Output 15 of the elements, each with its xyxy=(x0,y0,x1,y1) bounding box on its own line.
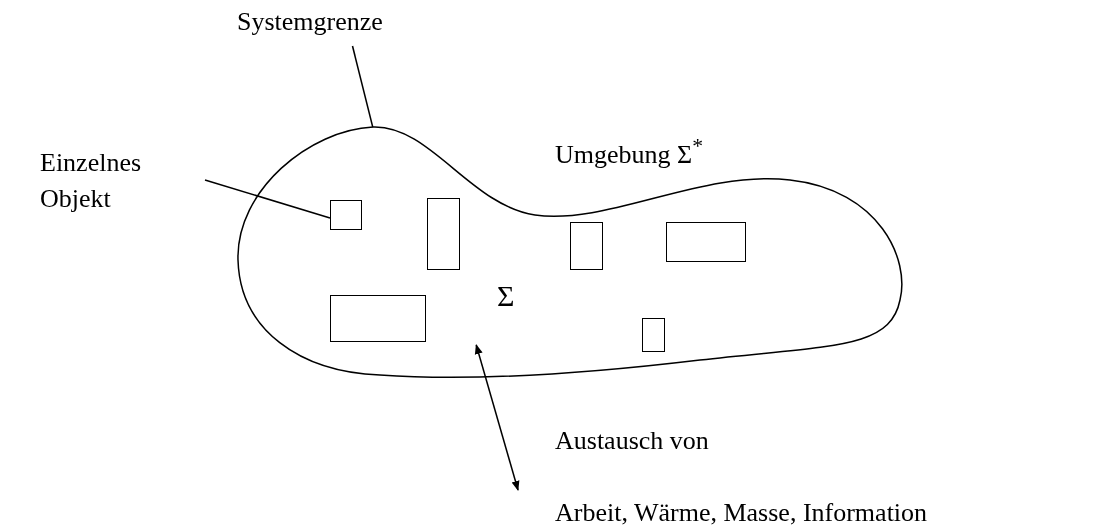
object-box xyxy=(642,318,665,352)
boundary-label: Systemgrenze xyxy=(237,6,383,38)
leader-line xyxy=(351,45,374,128)
object-box xyxy=(427,198,460,270)
system-symbol: Σ xyxy=(497,280,515,312)
leader-line xyxy=(204,179,331,219)
exchange-items: Arbeit, Wärme, Masse, Information xyxy=(555,497,928,527)
object-box xyxy=(666,222,746,262)
object-box xyxy=(330,200,362,230)
object-label: Einzelnes Objekt xyxy=(40,147,143,215)
exchange-label: Austausch von xyxy=(555,425,709,457)
object-box xyxy=(570,222,603,270)
environment-label: Umgebung Σ$^{*}$ xyxy=(555,133,703,171)
object-box xyxy=(330,295,426,342)
exchange-arrow xyxy=(474,344,520,491)
